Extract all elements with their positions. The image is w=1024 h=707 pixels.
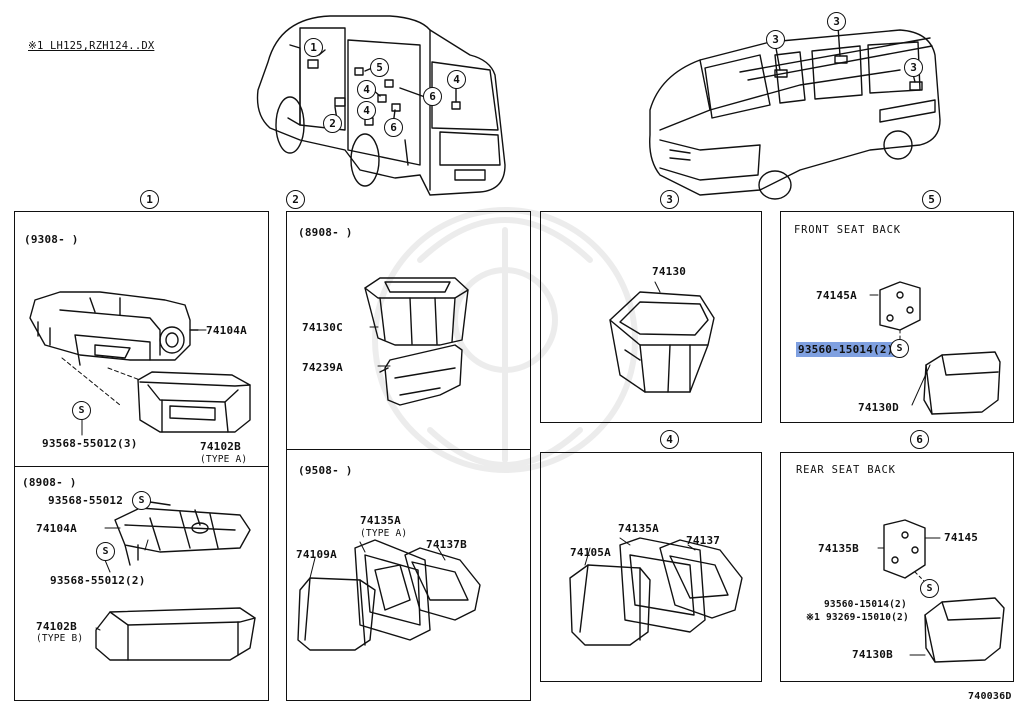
part-74102b-type-b [95, 607, 256, 661]
callout-2-van: 2 [323, 114, 342, 133]
part-74109a [297, 577, 376, 651]
vehicle-note: ※1 LH125,RZH124..DX [28, 40, 155, 52]
s2-part-74135a: 74135A [360, 514, 401, 527]
s6-title: REAR SEAT BACK [796, 464, 896, 476]
s1-bottom-date: (8908- ) [22, 476, 77, 489]
s1-part-74104a-b: 74104A [36, 522, 77, 535]
s1-type-a: (TYPE A) [200, 454, 248, 465]
callout-3c-van: 3 [904, 58, 923, 77]
dashed-guides-s1 [61, 357, 141, 406]
callout-5-van: 5 [370, 58, 389, 77]
diagram-id: 740036D [968, 691, 1012, 702]
s5-part-74130d: 74130D [858, 401, 899, 414]
part-74104a-bottom [114, 501, 251, 566]
s2-part-74130c: 74130C [302, 321, 343, 334]
s2-part-74137b: 74137B [426, 538, 467, 551]
s1-part-93568-55012-2: 93568-55012(2) [50, 574, 146, 587]
section-1-number: 1 [140, 190, 159, 209]
s4-part-74135a: 74135A [618, 522, 659, 535]
callout-3a-van: 3 [766, 30, 785, 49]
part-74130b [924, 597, 1005, 663]
section-1-divider [14, 466, 269, 467]
section-1-box [14, 211, 269, 701]
callout-4a-van: 4 [357, 80, 376, 99]
s6-part-74130b: 74130B [852, 648, 893, 661]
callout-6a-van: 6 [384, 118, 403, 137]
part-74135a [354, 539, 431, 641]
section-6-box [780, 452, 1014, 682]
part-74105a [569, 564, 651, 646]
s6-part-93560-15014-2: 93560-15014(2) [824, 599, 907, 610]
part-74145a [879, 281, 921, 331]
section-2-box [286, 211, 531, 701]
s5-part-93560-15014-highlighted: 93560-15014(2) [796, 342, 896, 357]
section-5-box [780, 211, 1014, 423]
s6-part-93269-15010-2: ※1 93269-15010(2) [806, 612, 909, 623]
s3-part-74130: 74130 [652, 265, 687, 278]
part-74102b-type-a [137, 371, 251, 433]
screw-symbol-s6: S [920, 579, 939, 598]
s5-title: FRONT SEAT BACK [794, 224, 901, 236]
s2-part-74109a: 74109A [296, 548, 337, 561]
section-3-box [540, 211, 762, 423]
section-6-number: 6 [910, 430, 929, 449]
screw-symbol-s1-b1: S [132, 491, 151, 510]
section-2-divider [286, 449, 531, 450]
part-74130d [923, 351, 1001, 415]
s1-top-date: (9308- ) [24, 233, 79, 246]
van-rear-view [256, 15, 506, 196]
s2-top-date: (8908- ) [298, 226, 353, 239]
part-74137b [404, 547, 481, 621]
part-74137 [659, 539, 743, 619]
s6-part-74135b: 74135B [818, 542, 859, 555]
screw-symbol-s5: S [890, 339, 909, 358]
part-74145 [883, 519, 926, 579]
screw-symbol-s1-top: S [72, 401, 91, 420]
callout-4b-van: 4 [357, 101, 376, 120]
s1-type-b: (TYPE B) [36, 633, 84, 644]
part-74104a-top [29, 291, 199, 366]
part-74130c [364, 277, 469, 346]
s2-bottom-date: (9508- ) [298, 464, 353, 477]
s1-part-93568-55012-a: 93568-55012 [48, 494, 124, 507]
section-4-box [540, 452, 762, 682]
s1-part-93568-55012-3: 93568-55012(3) [42, 437, 138, 450]
section-4-number: 4 [660, 430, 679, 449]
callout-6b-van: 6 [423, 87, 442, 106]
section-3-number: 3 [660, 190, 679, 209]
part-74130 [609, 291, 715, 393]
s2-part-74239a: 74239A [302, 361, 343, 374]
s1-part-74104a: 74104A [206, 324, 247, 337]
section-5-number: 5 [922, 190, 941, 209]
s1-part-74102b: 74102B [200, 440, 241, 453]
callout-1-van: 1 [304, 38, 323, 57]
section-2-number: 2 [286, 190, 305, 209]
s6-part-74145: 74145 [944, 531, 979, 544]
s1-part-74102b-b: 74102B [36, 620, 77, 633]
van-front-view [649, 25, 941, 200]
s4-part-74137: 74137 [686, 534, 721, 547]
part-74135a-s4 [619, 537, 706, 633]
s4-part-74105a: 74105A [570, 546, 611, 559]
callout-4c-van: 4 [447, 70, 466, 89]
s5-part-74145a: 74145A [816, 289, 857, 302]
part-74239a [379, 344, 463, 406]
callout-3b-van: 3 [827, 12, 846, 31]
screw-symbol-s1-b2: S [96, 542, 115, 561]
s2-type-a: (TYPE A) [360, 528, 408, 539]
